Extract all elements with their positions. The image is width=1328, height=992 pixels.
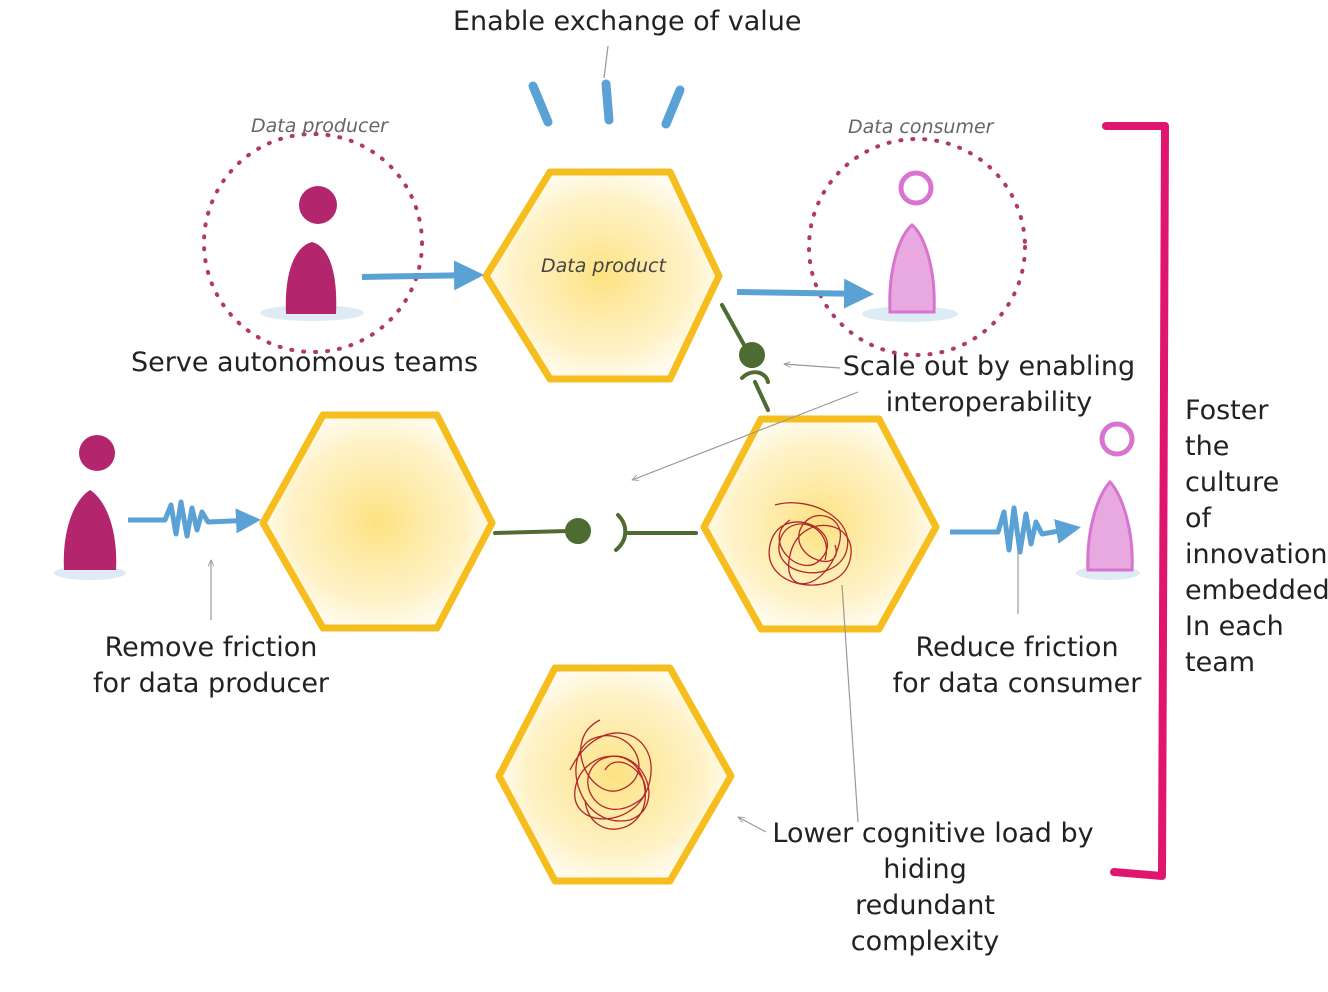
lower-load-line-2: hiding — [883, 854, 967, 885]
pointer-line-lower-load-a — [841, 584, 859, 823]
top-title: Enable exchange of value — [453, 6, 802, 37]
lower-load-label: Lower cognitive load by hiding redundant… — [768, 816, 1098, 960]
foster-line: the — [1185, 431, 1230, 462]
scale-out-line-1: Scale out by enabling — [842, 351, 1136, 382]
spark-icon — [528, 79, 685, 129]
foster-line: team — [1185, 647, 1256, 678]
complexity-scribble-icon — [569, 719, 652, 830]
remove-friction-label: Remove friction for data producer — [78, 630, 344, 702]
lower-load-line-4: complexity — [850, 926, 1000, 957]
pointer-line-exchange — [603, 45, 609, 79]
product-to-consumer-arrow — [736, 278, 874, 309]
scale-out-line-2: interoperability — [885, 387, 1093, 418]
foster-line: of — [1185, 503, 1212, 534]
remove-friction-line-1: Remove friction — [104, 632, 318, 663]
producer-boundary-circle — [202, 132, 424, 354]
data-producer-person-icon — [260, 186, 364, 321]
foster-line: In each — [1185, 611, 1284, 642]
foster-line: culture — [1185, 467, 1280, 498]
remove-friction-line-2: for data producer — [92, 668, 330, 699]
producer-to-product-arrow — [361, 260, 484, 291]
scale-out-label: Scale out by enabling interoperability — [838, 349, 1140, 421]
hexagon-consumer-product — [700, 415, 940, 633]
hexagon-hidden-complexity — [495, 664, 735, 885]
data-producer-role-label: Data producer — [251, 115, 388, 137]
friction-arrow-consumer — [950, 505, 1081, 555]
lower-load-line-3: redundant — [855, 890, 995, 921]
reduce-friction-label: Reduce friction for data consumer — [884, 630, 1150, 702]
pointer-line-scale-out-a — [784, 364, 841, 369]
foster-line: innovation — [1185, 539, 1328, 570]
reduce-friction-line-1: Reduce friction — [915, 632, 1119, 663]
foster-line: embedded — [1185, 575, 1328, 606]
hexagon-producer-product — [259, 411, 496, 632]
data-product-label: Data product — [541, 255, 666, 277]
foster-line: Foster — [1185, 395, 1269, 426]
culture-bracket — [1102, 122, 1169, 880]
interoperability-connector — [493, 513, 698, 552]
serve-autonomous-label: Serve autonomous teams — [131, 347, 479, 378]
pointer-line-scale-out-b — [632, 391, 859, 480]
pointer-line-lower-load-b — [738, 816, 767, 833]
reduce-friction-line-2: for data consumer — [892, 668, 1142, 699]
lower-load-line-1: Lower cognitive load by — [772, 818, 1094, 849]
data-consumer-person-icon — [862, 170, 958, 322]
consumer-boundary-circle — [807, 137, 1027, 357]
friction-arrow-producer — [128, 499, 261, 539]
producer-person-icon — [54, 435, 126, 580]
interoperability-connector — [720, 303, 770, 412]
foster-culture-label: Foster the culture of innovation embedde… — [1185, 393, 1328, 681]
hexagon-data-product — [482, 168, 723, 383]
data-consumer-role-label: Data consumer — [848, 116, 994, 138]
consumer-person-icon — [1076, 421, 1140, 580]
complexity-scribble-icon — [768, 502, 852, 586]
